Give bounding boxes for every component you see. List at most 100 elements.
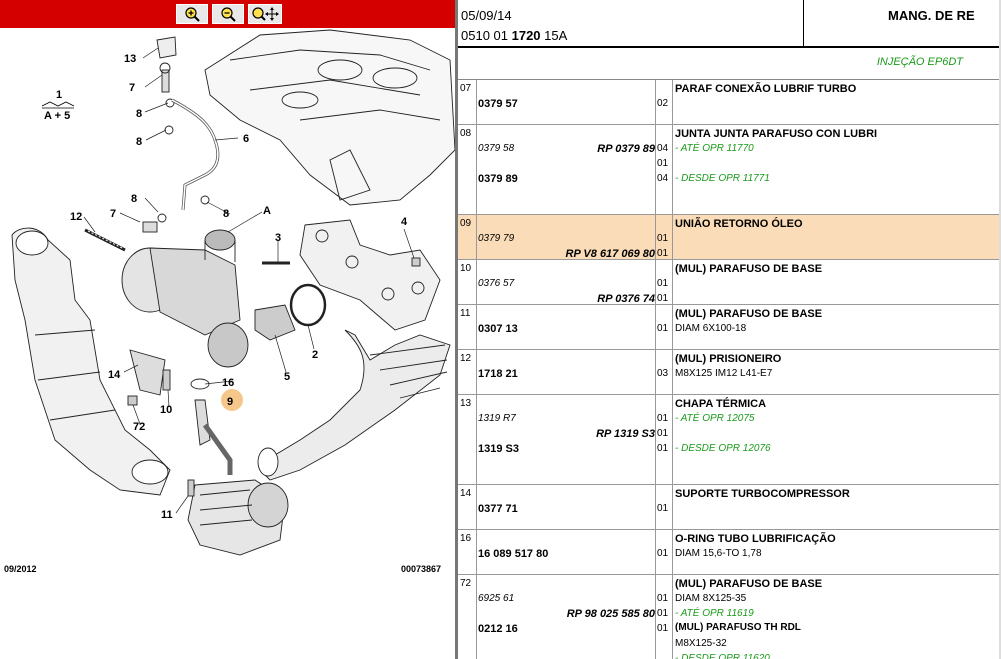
header-reference: 0510 01 1720 15A	[461, 28, 568, 43]
header-title: MANG. DE RE	[888, 8, 975, 23]
part-number: 6925 61	[478, 593, 515, 604]
part-description: CHAPA TÉRMICA	[675, 398, 767, 410]
part-quantity: 01	[657, 158, 669, 169]
callout-1: 1	[56, 89, 62, 101]
callout-5: 5	[284, 371, 290, 383]
part-number: 0376 57	[478, 278, 515, 289]
parts-list-panel: 05/09/14 0510 01 1720 15A MANG. DE RE IN…	[458, 0, 1001, 659]
callout-11: 11	[161, 509, 173, 521]
replacement-part-number: RP 98 025 585 80	[566, 608, 655, 620]
part-quantity: 01	[657, 443, 669, 454]
callout-2: 2	[312, 349, 318, 361]
part-number: 1319 R7	[478, 413, 516, 424]
part-number: 0377 71	[478, 503, 518, 515]
callout-6: 6	[243, 133, 249, 145]
part-quantity: 01	[657, 428, 669, 439]
parts-subtitle: INJEÇÃO EP6DT	[458, 48, 1001, 80]
part-ref-number: 16	[460, 533, 472, 544]
zoom-in-icon	[185, 7, 200, 22]
part-quantity: 04	[657, 143, 669, 154]
part-description: UNIÃO RETORNO ÓLEO	[675, 218, 803, 230]
callout-14: 14	[108, 369, 121, 381]
callout-72: 72	[133, 421, 145, 433]
part-note: M8X125-32	[675, 638, 727, 649]
zoom-out-button[interactable]	[212, 4, 244, 24]
part-note: M8X125 IM12 L41-E7	[675, 368, 773, 379]
part-note: - DESDE OPR 11620	[675, 653, 770, 659]
part-quantity: 01	[657, 413, 669, 424]
callout-1-sub: A + 5	[44, 110, 70, 122]
part-description: (MUL) PARAFUSO DE BASE	[675, 263, 823, 275]
part-quantity: 01	[657, 293, 669, 304]
part-ref-number: 11	[460, 308, 471, 319]
part-note: - DESDE OPR 12076	[675, 443, 771, 454]
callout-13: 13	[124, 53, 136, 65]
part-description: (MUL) PRISIONEIRO	[675, 353, 782, 365]
panel-divider[interactable]	[455, 0, 458, 659]
callout-16: 16	[222, 377, 234, 389]
parts-header: 05/09/14 0510 01 1720 15A MANG. DE RE	[458, 0, 1001, 48]
part-quantity: 01	[657, 608, 669, 619]
part-ref-number: 10	[460, 263, 472, 274]
highlight-marker	[221, 389, 243, 411]
callout-3: 3	[275, 232, 281, 244]
part-description: (MUL) PARAFUSO DE BASE	[675, 578, 823, 590]
callout-7b: 7	[110, 208, 116, 220]
diagram-date: 09/2012	[4, 564, 37, 574]
callout-A: A	[263, 205, 271, 217]
exploded-parts-diagram: 13 7 8 8 6 1 A + 5 8 7 8 A 12 4 3 2 5 14…	[11, 29, 455, 556]
callout-9: 9	[227, 396, 233, 408]
part-quantity: 04	[657, 173, 669, 184]
callout-7a: 7	[129, 82, 135, 94]
part-ref-number: 12	[460, 353, 472, 364]
zoom-fit-icon	[252, 7, 279, 21]
part-number: 0379 57	[478, 98, 518, 110]
part-ref-number: 08	[460, 128, 472, 139]
callout-8a: 8	[136, 108, 142, 120]
part-number: 1319 S3	[478, 443, 519, 455]
diagram-panel: 13 7 8 8 6 1 A + 5 8 7 8 A 12 4 3 2 5 14…	[0, 0, 455, 659]
callout-8d: 8	[223, 208, 229, 220]
fit-view-button[interactable]	[248, 4, 282, 24]
replacement-part-number: RP 0379 89	[597, 143, 655, 155]
zoom-in-button[interactable]	[176, 4, 208, 24]
callout-12: 12	[70, 211, 82, 223]
part-number: 0212 16	[478, 623, 518, 635]
part-note: - ATÉ OPR 11770	[675, 143, 754, 154]
part-quantity: 01	[657, 278, 669, 289]
part-note: (MUL) PARAFUSO TH RDL	[675, 622, 801, 633]
zoom-out-icon	[221, 7, 236, 22]
callout-10: 10	[160, 404, 172, 416]
replacement-part-number: RP 0376 74	[597, 293, 655, 305]
replacement-part-number: RP 1319 S3	[596, 428, 655, 440]
part-quantity: 01	[657, 548, 669, 559]
part-ref-number: 07	[460, 83, 472, 94]
part-quantity: 02	[657, 98, 669, 109]
part-number: 0379 79	[478, 233, 515, 244]
callout-4: 4	[401, 216, 408, 228]
callout-8b: 8	[136, 136, 142, 148]
part-quantity: 01	[657, 593, 669, 604]
part-row-07[interactable]: 07 PARAF CONEXÃO LUBRIF TURBO 0379 57 02	[458, 80, 1001, 125]
diagram-id: 00073867	[401, 564, 442, 574]
header-date: 05/09/14	[461, 8, 512, 23]
part-description: O-RING TUBO LUBRIFICAÇÃO	[675, 533, 836, 545]
part-note: DIAM 6X100-18	[675, 323, 747, 334]
vertical-scrollbar[interactable]	[999, 0, 1001, 659]
part-description: JUNTA JUNTA PARAFUSO CON LUBRI	[675, 128, 878, 140]
part-quantity: 01	[657, 623, 669, 634]
callout-8c: 8	[131, 193, 137, 205]
part-note: - ATÉ OPR 12075	[675, 413, 755, 424]
part-description: PARAF CONEXÃO LUBRIF TURBO	[675, 83, 857, 95]
part-description: (MUL) PARAFUSO DE BASE	[675, 308, 823, 320]
part-note: DIAM 15,6-TO 1,78	[675, 548, 762, 559]
